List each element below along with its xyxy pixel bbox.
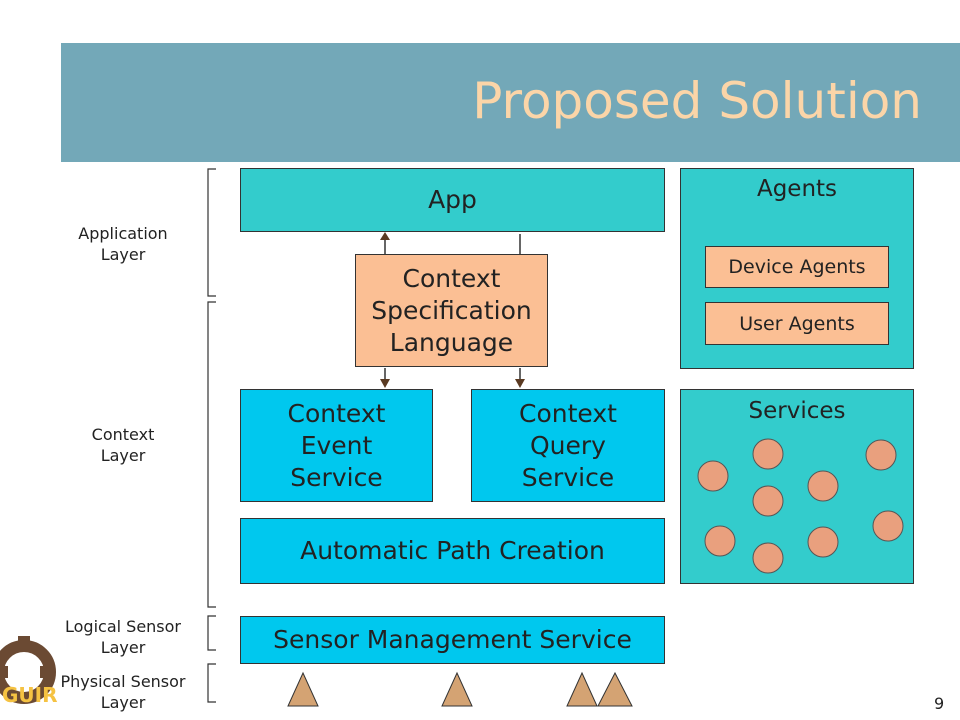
context-layer-label: Context Layer: [91, 425, 155, 465]
service-dot: [752, 542, 784, 574]
service-dot: [807, 526, 839, 558]
sensor-triangle: [287, 671, 319, 707]
agents-header: Agents: [756, 176, 838, 202]
page-number: 9: [934, 694, 945, 713]
guir-logo: GUIR: [0, 636, 58, 707]
arrowhead-up: [380, 232, 390, 240]
service-dot: [752, 485, 784, 517]
title-bar: [61, 43, 960, 162]
service-dot: [865, 439, 897, 471]
application-layer-bracket: [207, 168, 216, 297]
physical-sensor-layer-label: Physical Sensor Layer: [60, 672, 186, 712]
logical-sensor-layer-bracket: [207, 615, 216, 651]
physical-sensors: [287, 671, 633, 707]
service-dot: [697, 460, 729, 492]
device-agents-box: Device Agents: [705, 246, 889, 288]
sensor-management-service-box: Sensor Management Service: [240, 616, 665, 664]
context-layer-bracket: [207, 301, 216, 608]
app-box: App: [240, 168, 665, 232]
service-dot: [704, 525, 736, 557]
user-agents-box: User Agents: [705, 302, 889, 345]
arrowhead-down-event: [380, 379, 390, 388]
automatic-path-creation-box: Automatic Path Creation: [240, 518, 665, 584]
services-header: Services: [748, 398, 846, 424]
sensor-triangle: [566, 671, 598, 707]
service-dot: [752, 438, 784, 470]
service-dot: [807, 470, 839, 502]
context-query-service-box: Context Query Service: [471, 389, 665, 502]
logical-sensor-layer-label: Logical Sensor Layer: [65, 617, 181, 657]
slide-title: Proposed Solution: [472, 72, 922, 130]
application-layer-label: Application Layer: [78, 224, 168, 264]
arrowhead-down-query: [515, 379, 525, 388]
logo-text: GUIR: [2, 683, 58, 707]
layer-brackets: [207, 168, 216, 703]
context-event-service-box: Context Event Service: [240, 389, 433, 502]
service-dots: [697, 438, 904, 574]
sensor-triangle: [441, 671, 473, 707]
context-specification-language-box: Context Specification Language: [355, 254, 548, 367]
physical-sensor-layer-bracket: [207, 663, 216, 703]
arrows: [380, 232, 525, 388]
sensor-triangle: [597, 671, 633, 707]
service-dot: [872, 510, 904, 542]
